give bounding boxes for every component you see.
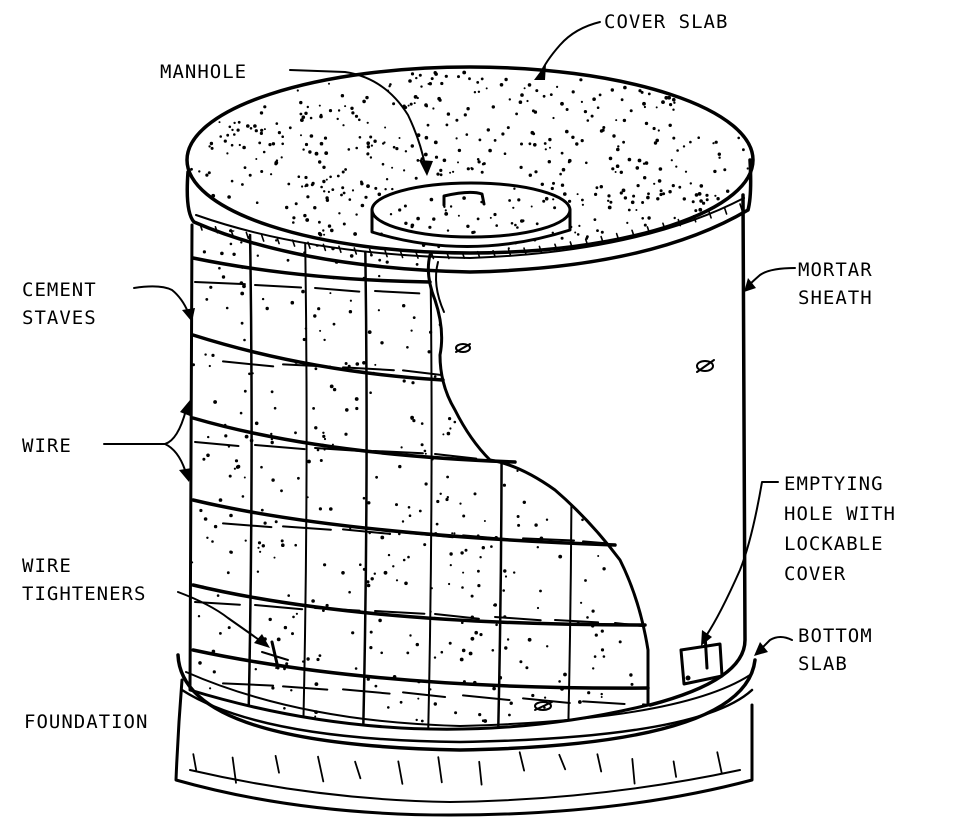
label-foundation: FOUNDATION [24,711,148,733]
label-emptying-hole-line2: HOLE WITH [784,503,896,525]
label-cover-slab: COVER SLAB [604,11,728,33]
label-wire: WIRE [22,435,72,457]
label-emptying-hole-line3: LOCKABLE [784,533,884,555]
mortar-sheath [188,193,747,731]
foundation [174,678,754,817]
manhole-cover [370,181,572,248]
leader-lines [103,21,796,656]
cover-slab [185,65,755,274]
label-cement-staves-line2: STAVES [22,307,97,329]
bottom-slab [176,653,757,752]
label-bottom-slab-line1: BOTTOM [798,625,873,647]
label-emptying-hole-line1: EMPTYING [784,473,884,495]
label-cement-staves-line1: CEMENT [22,279,97,301]
label-mortar-sheath-line2: SHEATH [798,287,873,309]
label-emptying-hole-line4: COVER [784,563,846,585]
wire-tightener [261,640,289,670]
diagram-labels: COVER SLAB MANHOLE MORTAR SHEATH CEMENT … [22,11,896,733]
label-bottom-slab-line2: SLAB [798,653,848,675]
wire-bands [191,256,650,690]
label-manhole: MANHOLE [160,61,247,83]
sheath-fixing [534,701,553,711]
sheath-fixing [455,343,471,353]
sheath-fixing [696,359,715,373]
label-wire-tighteners-line1: WIRE [22,555,72,577]
label-wire-tighteners-line2: TIGHTENERS [22,583,146,605]
label-mortar-sheath-line1: MORTAR [798,259,873,281]
